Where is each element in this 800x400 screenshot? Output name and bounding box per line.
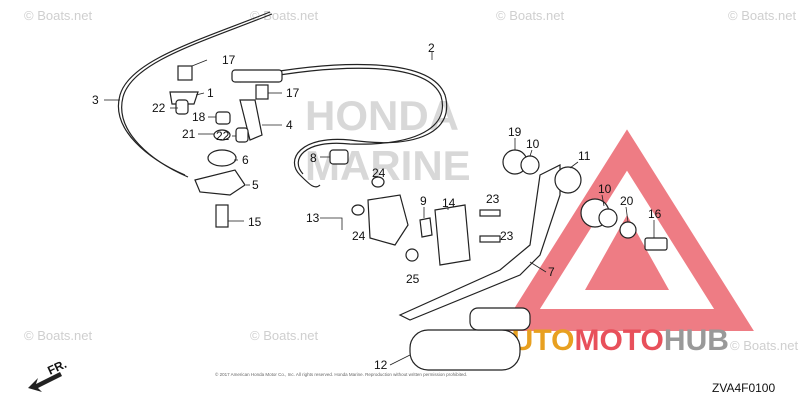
- arrow-front-icon: [28, 372, 62, 392]
- callout-7[interactable]: 7: [548, 265, 555, 279]
- lever-5-shape: [194, 169, 246, 196]
- callout-14[interactable]: 14: [442, 196, 456, 210]
- housing-13-shape: [367, 194, 409, 246]
- callout-2[interactable]: 2: [428, 41, 435, 55]
- callout-23b[interactable]: 23: [500, 229, 514, 243]
- callout-5[interactable]: 5: [252, 178, 259, 192]
- leader-11: [569, 161, 579, 169]
- washer-10b-shape: [598, 208, 618, 228]
- callout-18[interactable]: 18: [192, 110, 206, 124]
- leader-13: [320, 217, 343, 230]
- automotohub-logo: AUTOMOTOHUB © Boats.net: [490, 129, 799, 357]
- callout-10b[interactable]: 10: [598, 182, 612, 196]
- cover-14-shape: [434, 204, 471, 266]
- callout-3[interactable]: 3: [92, 93, 99, 107]
- leader-20: [625, 206, 629, 223]
- callout-22b[interactable]: 22: [216, 129, 230, 143]
- nut-18-shape: [215, 111, 231, 125]
- cable-2-shape: [239, 63, 448, 188]
- watermark-top-right: © Boats.net: [728, 8, 797, 23]
- callout-12[interactable]: 12: [374, 358, 388, 372]
- callout-20[interactable]: 20: [620, 194, 634, 208]
- warning-triangle-icon: [500, 129, 754, 331]
- brand-honda-text: HONDA: [305, 92, 459, 139]
- nut-24a-shape: [371, 176, 385, 188]
- bolt-17b-shape: [255, 84, 269, 100]
- callout-9[interactable]: 9: [420, 194, 427, 208]
- leader-7: [529, 261, 547, 273]
- leader-17a: [191, 59, 208, 67]
- collar-22-shape: [175, 99, 189, 115]
- callout-17a[interactable]: 17: [222, 53, 236, 67]
- watermark-top-left: © Boats.net: [24, 8, 93, 23]
- wordmark-moto: MOTO: [574, 324, 663, 357]
- grip-12-shape: [409, 329, 521, 371]
- pin-9-shape: [419, 217, 433, 238]
- watermark-bottom-center: © Boats.net: [250, 328, 319, 343]
- callout-15[interactable]: 15: [248, 215, 262, 229]
- washer-20-shape: [619, 221, 637, 239]
- grip-end-shape: [469, 307, 531, 331]
- direction-label: FR.: [45, 357, 68, 378]
- callout-23a[interactable]: 23: [486, 192, 500, 206]
- joint-8-shape: [329, 149, 349, 165]
- callout-24b[interactable]: 24: [352, 229, 366, 243]
- callout-19[interactable]: 19: [508, 125, 522, 139]
- watermark-top-center-left: © Boats.net: [250, 8, 319, 23]
- callout-13[interactable]: 13: [306, 211, 320, 225]
- callout-16[interactable]: 16: [648, 207, 662, 221]
- nut-24b-shape: [351, 204, 365, 216]
- callout-17b[interactable]: 17: [286, 86, 300, 100]
- leader-10b: [601, 194, 605, 207]
- spring-6-shape: [207, 149, 237, 167]
- cable-2-shape-inner: [239, 67, 443, 175]
- bush-11-shape: [554, 166, 582, 194]
- watermark-top-center-right: © Boats.net: [496, 8, 565, 23]
- leader-10a: [529, 149, 533, 157]
- callout-6[interactable]: 6: [242, 153, 249, 167]
- screw-23a-shape: [479, 209, 501, 217]
- callout-21[interactable]: 21: [182, 127, 196, 141]
- callout-11[interactable]: 11: [578, 149, 591, 163]
- bolt-15-shape: [215, 204, 229, 228]
- callout-22a[interactable]: 22: [152, 101, 166, 115]
- callout-24a[interactable]: 24: [372, 166, 386, 180]
- callout-4[interactable]: 4: [286, 118, 293, 132]
- brand-marine-text: MARINE: [305, 142, 471, 189]
- callout-1[interactable]: 1: [207, 86, 214, 100]
- warning-triangle-inner-icon: [585, 215, 669, 290]
- bolt-16-shape: [644, 237, 668, 251]
- copyright-footer: © 2017 American Honda Motor Co., Inc. Al…: [215, 371, 467, 377]
- watermark-logo-right: © Boats.net: [730, 338, 799, 353]
- nut-25-shape: [405, 248, 419, 262]
- wordmark-hub: HUB: [664, 324, 729, 357]
- watermark-bottom-left: © Boats.net: [24, 328, 93, 343]
- washer-10a-shape: [520, 155, 540, 175]
- leader-12: [389, 354, 411, 366]
- cable-3-shape-inner: [121, 13, 273, 178]
- callout-10a[interactable]: 10: [526, 137, 540, 151]
- collar-22b-shape: [235, 127, 249, 143]
- leader-1: [195, 92, 205, 96]
- front-direction-indicator: FR.: [28, 357, 69, 392]
- screw-23b-shape: [479, 235, 501, 243]
- diagram-code: ZVA4F0100: [712, 381, 775, 395]
- callout-8[interactable]: 8: [310, 151, 317, 165]
- bolt-17-shape: [177, 65, 193, 81]
- washer-21-shape: [213, 129, 231, 141]
- bracket-4-shape: [239, 99, 263, 141]
- callout-25[interactable]: 25: [406, 272, 420, 286]
- cable-2-adjuster: [231, 69, 283, 83]
